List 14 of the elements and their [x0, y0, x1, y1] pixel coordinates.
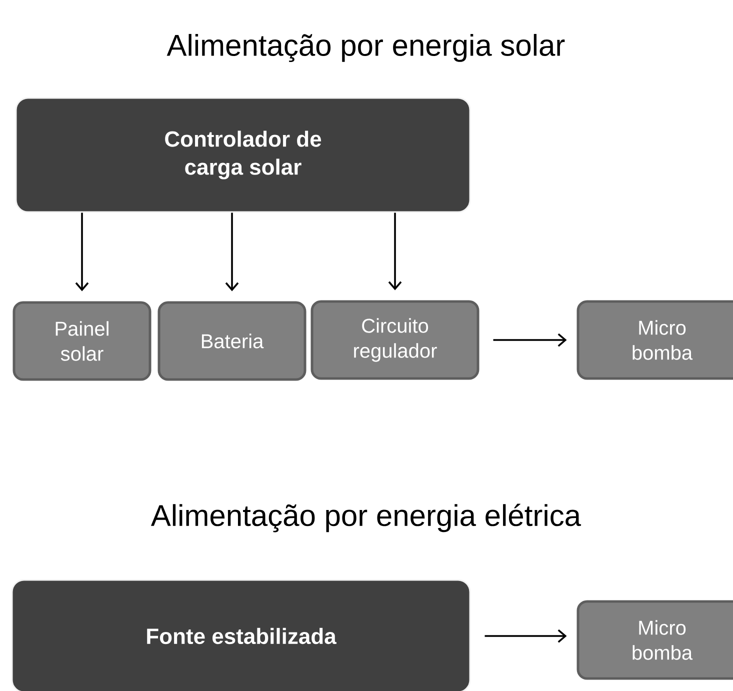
component-box: Painel solar: [12, 301, 152, 381]
component-box: Micro bomba: [576, 300, 733, 380]
arrow: [484, 629, 567, 643]
arrow: [493, 333, 567, 347]
arrow: [75, 212, 89, 292]
component-box: Bateria: [158, 301, 306, 381]
arrow: [225, 212, 239, 292]
process-box: Controlador de carga solar: [15, 97, 471, 213]
heading: Alimentação por energia elétrica: [150, 504, 582, 532]
component-box: Circuito regulador: [310, 300, 480, 380]
heading: Alimentação por energia solar: [166, 34, 565, 62]
component-box: Micro bomba: [576, 600, 733, 680]
process-box: Fonte estabilizada: [11, 579, 471, 691]
arrow: [388, 212, 402, 290]
